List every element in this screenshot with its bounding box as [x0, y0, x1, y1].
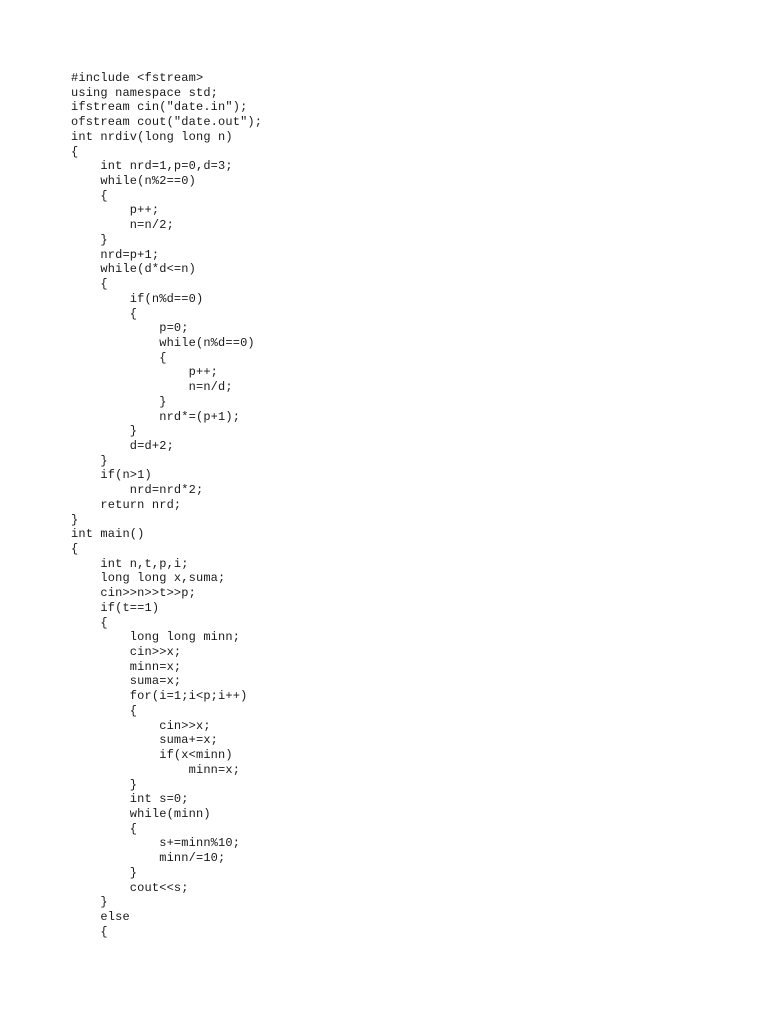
code-line: }: [71, 453, 108, 468]
code-line: while(d*d<=n): [71, 262, 196, 277]
code-line: ofstream cout("date.out");: [71, 115, 263, 130]
code-line: }: [71, 512, 79, 527]
code-line: p++;: [71, 203, 160, 218]
code-line: {: [71, 350, 167, 365]
code-line: nrd*=(p+1);: [71, 409, 241, 424]
code-line: suma=x;: [71, 674, 182, 689]
code-line: p++;: [71, 365, 219, 380]
code-line: minn/=10;: [71, 851, 226, 866]
code-line: n=n/2;: [71, 218, 174, 233]
code-line: {: [71, 821, 138, 836]
code-line: minn=x;: [71, 762, 241, 777]
code-line: long long minn;: [71, 630, 241, 645]
code-line: }: [71, 394, 167, 409]
code-line: int nrdiv(long long n): [71, 129, 233, 144]
code-line: else: [71, 909, 130, 924]
code-line: nrd=p+1;: [71, 247, 160, 262]
code-line: {: [71, 144, 79, 159]
code-line: nrd=nrd*2;: [71, 483, 204, 498]
code-line: {: [71, 924, 108, 939]
code-line: }: [71, 424, 138, 439]
code-line: d=d+2;: [71, 438, 174, 453]
code-line: }: [71, 895, 108, 910]
code-line: p=0;: [71, 321, 189, 336]
code-line: {: [71, 188, 108, 203]
code-line: n=n/d;: [71, 380, 233, 395]
code-line: suma+=x;: [71, 733, 219, 748]
code-line: int nrd=1,p=0,d=3;: [71, 159, 233, 174]
code-line: minn=x;: [71, 659, 182, 674]
code-line: s+=minn%10;: [71, 836, 241, 851]
code-line: if(n>1): [71, 468, 152, 483]
code-line: {: [71, 703, 138, 718]
code-line: #include <fstream>: [71, 71, 204, 85]
code-line: using namespace std;: [71, 85, 219, 100]
code-line: while(n%d==0): [71, 335, 255, 350]
code-line: {: [71, 615, 108, 630]
code-line: int s=0;: [71, 792, 189, 807]
code-line: }: [71, 865, 138, 880]
code-line: cout<<s;: [71, 880, 189, 895]
code-line: cin>>x;: [71, 718, 211, 733]
code-line: while(minn): [71, 806, 211, 821]
code-line: return nrd;: [71, 497, 182, 512]
code-line: cin>>x;: [71, 645, 182, 660]
code-line: {: [71, 542, 79, 556]
code-line: if(n%d==0): [71, 291, 204, 306]
code-line: }: [71, 777, 138, 792]
code-line: for(i=1;i<p;i++): [71, 689, 248, 704]
code-line: int main(): [71, 527, 145, 542]
code-line: if(x<minn): [71, 748, 233, 763]
code-line: ifstream cin("date.in");: [71, 100, 248, 115]
code-line: cin>>n>>t>>p;: [71, 586, 196, 601]
code-line: {: [71, 277, 108, 292]
code-line: }: [71, 232, 108, 247]
code-line: while(n%2==0): [71, 174, 196, 189]
code-line: if(t==1): [71, 600, 160, 615]
code-line: int n,t,p,i;: [71, 556, 189, 571]
source-code-listing: #include <fstream>using namespace std;if…: [71, 71, 262, 939]
code-line: {: [71, 306, 138, 321]
code-line: long long x,suma;: [71, 571, 226, 586]
